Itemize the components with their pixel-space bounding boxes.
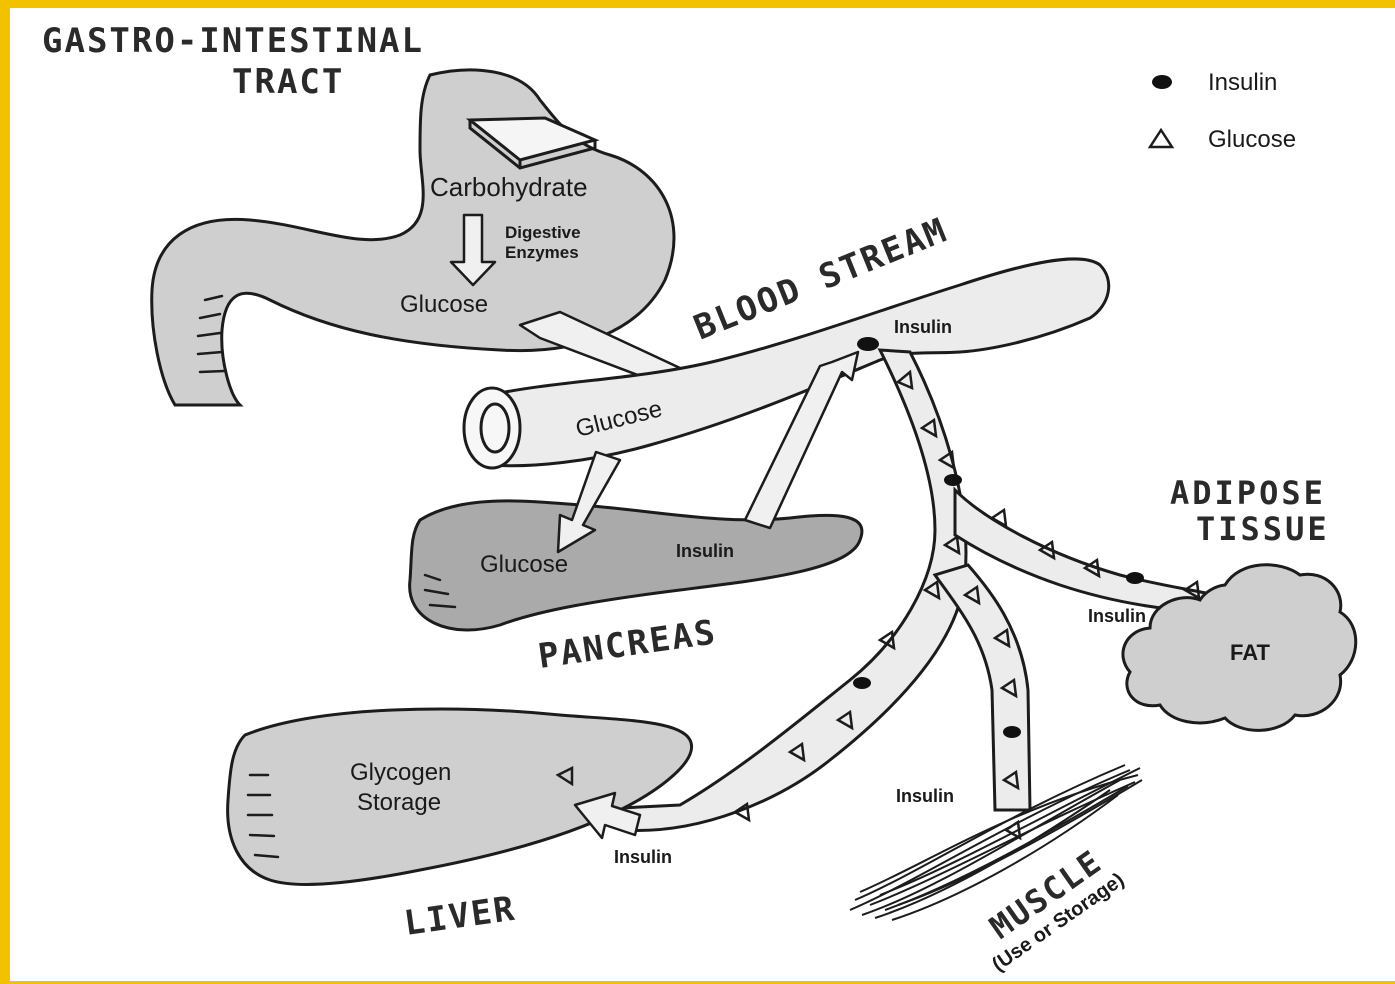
fat-label: FAT [1230,640,1270,665]
insulin-blood-label: Insulin [894,317,952,337]
legend-insulin-label: Insulin [1208,69,1277,96]
blood-vessel-opening [464,388,520,468]
tissue-title: TISSUE [1196,510,1330,548]
digestive-label: Digestive [505,223,581,242]
insulin-muscle-label: Insulin [896,786,954,806]
glycogen-label: Glycogen [350,759,451,786]
adipose-title: ADIPOSE [1170,474,1326,512]
liver-title: LIVER [402,889,519,944]
pancreas-shape [410,501,862,630]
glucose-legend-icon [1150,130,1172,147]
gi-tract-title-2: TRACT [232,62,344,102]
storage-label: Storage [357,789,441,816]
glucose-stomach-label: Glucose [400,291,488,318]
gi-tract-title: GASTRO-INTESTINAL [42,21,424,61]
insulin-fat-label: Insulin [1088,606,1146,626]
insulin-liver-label: Insulin [614,847,672,867]
legend: Insulin Glucose [1150,69,1296,153]
pancreas-title: PANCREAS [536,612,720,677]
insulin-dot-main [857,337,879,351]
legend-glucose-label: Glucose [1208,126,1296,153]
glucose-pancreas-label: Glucose [480,551,568,578]
insulin-legend-icon [1152,75,1172,89]
insulin-pancreas-label: Insulin [676,541,734,561]
enzymes-label: Enzymes [505,243,579,262]
carbohydrate-label: Carbohydrate [430,172,588,202]
